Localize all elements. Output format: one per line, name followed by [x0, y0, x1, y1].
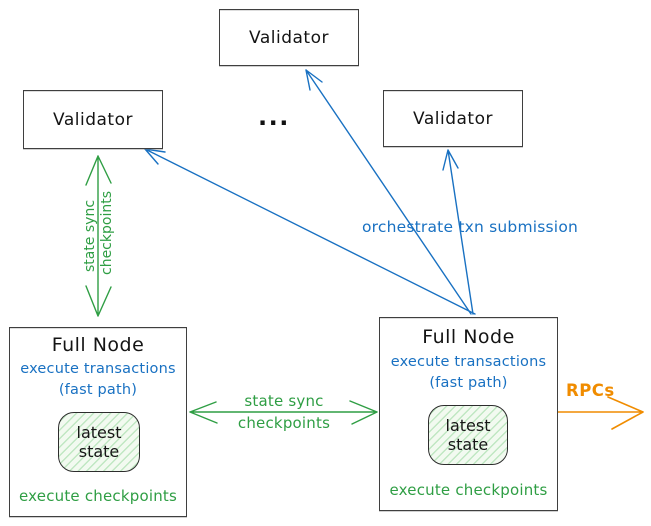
- latest-state-word2: state: [78, 442, 120, 461]
- latest-state-word1: latest: [445, 415, 491, 435]
- state-sync-vertical-label-line2: checkpoints: [99, 191, 115, 275]
- latest-state-box: latest state: [58, 412, 140, 472]
- latest-state-word1: latest: [76, 422, 122, 442]
- validator-label: Validator: [53, 109, 133, 130]
- validator-box-top: Validator: [219, 9, 359, 66]
- latest-state-box: latest state: [428, 405, 508, 465]
- execute-transactions-label: execute transactions: [20, 361, 176, 377]
- execute-transactions-label: execute transactions: [390, 354, 547, 370]
- validator-box-right: Validator: [383, 90, 523, 147]
- full-node-box-right: Full Node execute transactions (fast pat…: [379, 317, 558, 511]
- rpcs-label: RPCs: [566, 381, 615, 400]
- validators-ellipsis: ...: [258, 103, 290, 131]
- validator-box-left: Validator: [23, 90, 163, 149]
- state-sync-horizontal-label-line1: state sync: [244, 392, 324, 410]
- full-node-title: Full Node: [422, 326, 515, 348]
- full-node-title: Full Node: [51, 334, 145, 356]
- execute-checkpoints-label: execute checkpoints: [389, 481, 548, 499]
- fast-path-label: (fast path): [429, 375, 508, 391]
- validator-label: Validator: [413, 108, 493, 129]
- fast-path-label: (fast path): [58, 382, 138, 398]
- state-sync-vertical-label-line1: state sync: [82, 199, 98, 273]
- execute-checkpoints-label: execute checkpoints: [18, 487, 178, 505]
- orchestrate-txn-submission-label: orchestrate txn submission: [361, 218, 579, 236]
- validator-label: Validator: [249, 27, 329, 48]
- arrow-rpcs: [555, 396, 644, 430]
- state-sync-horizontal-label-line2: checkpoints: [237, 414, 331, 432]
- full-node-box-left: Full Node execute transactions (fast pat…: [9, 327, 187, 517]
- latest-state-word2: state: [447, 435, 489, 454]
